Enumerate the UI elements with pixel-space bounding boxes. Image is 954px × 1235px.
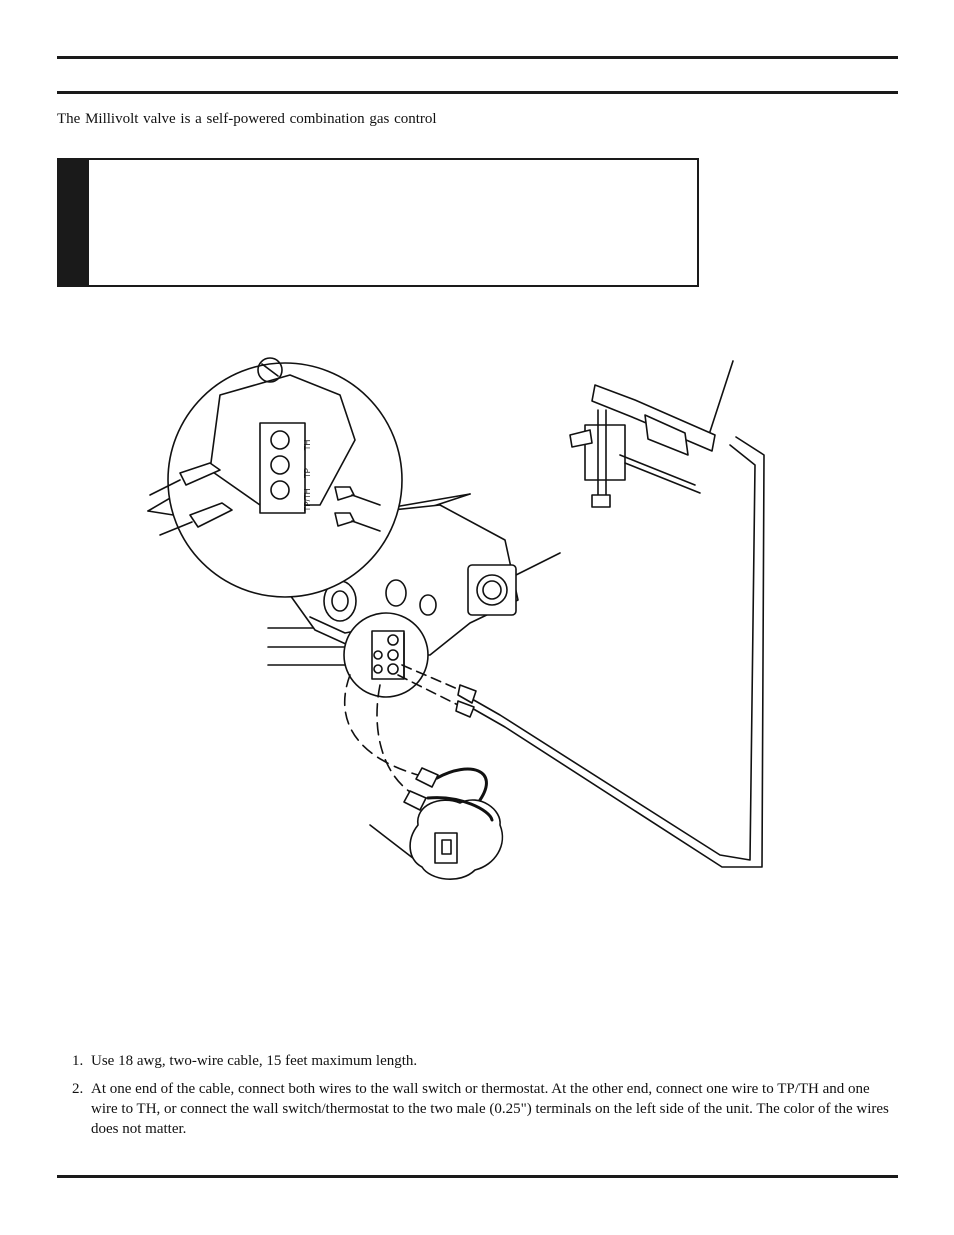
terminal-label-tp: TP [303, 468, 312, 478]
instruction-text: At one end of the cable, connect both wi… [91, 1081, 889, 1137]
header-rule-bottom [57, 91, 898, 94]
notice-bar [59, 160, 89, 285]
switch-connectors [403, 767, 439, 811]
leader-line-switch [369, 824, 419, 863]
notice-box [57, 158, 699, 287]
instruction-number: 2. [72, 1081, 84, 1097]
instruction-list: 1. Use 18 awg, two-wire cable, 15 feet m… [72, 1051, 898, 1147]
wiring-diagram: TH TP TP/TH [147, 357, 765, 881]
instruction-item: 1. Use 18 awg, two-wire cable, 15 feet m… [72, 1051, 898, 1071]
leader-line-valve [515, 552, 561, 576]
instruction-text: Use 18 awg, two-wire cable, 15 feet maxi… [91, 1053, 418, 1069]
instruction-item: 2. At one end of the cable, connect both… [72, 1079, 898, 1139]
pilot-assembly [569, 384, 716, 508]
terminal-label-th: TH [303, 439, 312, 450]
terminal-detail-magnified [149, 357, 403, 598]
intro-paragraph: The Millivolt valve is a self-powered co… [57, 111, 437, 127]
instruction-number: 1. [72, 1053, 84, 1069]
header-rule-top [57, 56, 898, 59]
wall-switch [409, 799, 504, 881]
pilot-cable [455, 436, 765, 868]
terminal-label-tpth: TP/TH [303, 488, 312, 511]
terminal-detail-small [343, 612, 429, 698]
switch-wires [426, 767, 494, 822]
footer-rule [57, 1175, 898, 1178]
